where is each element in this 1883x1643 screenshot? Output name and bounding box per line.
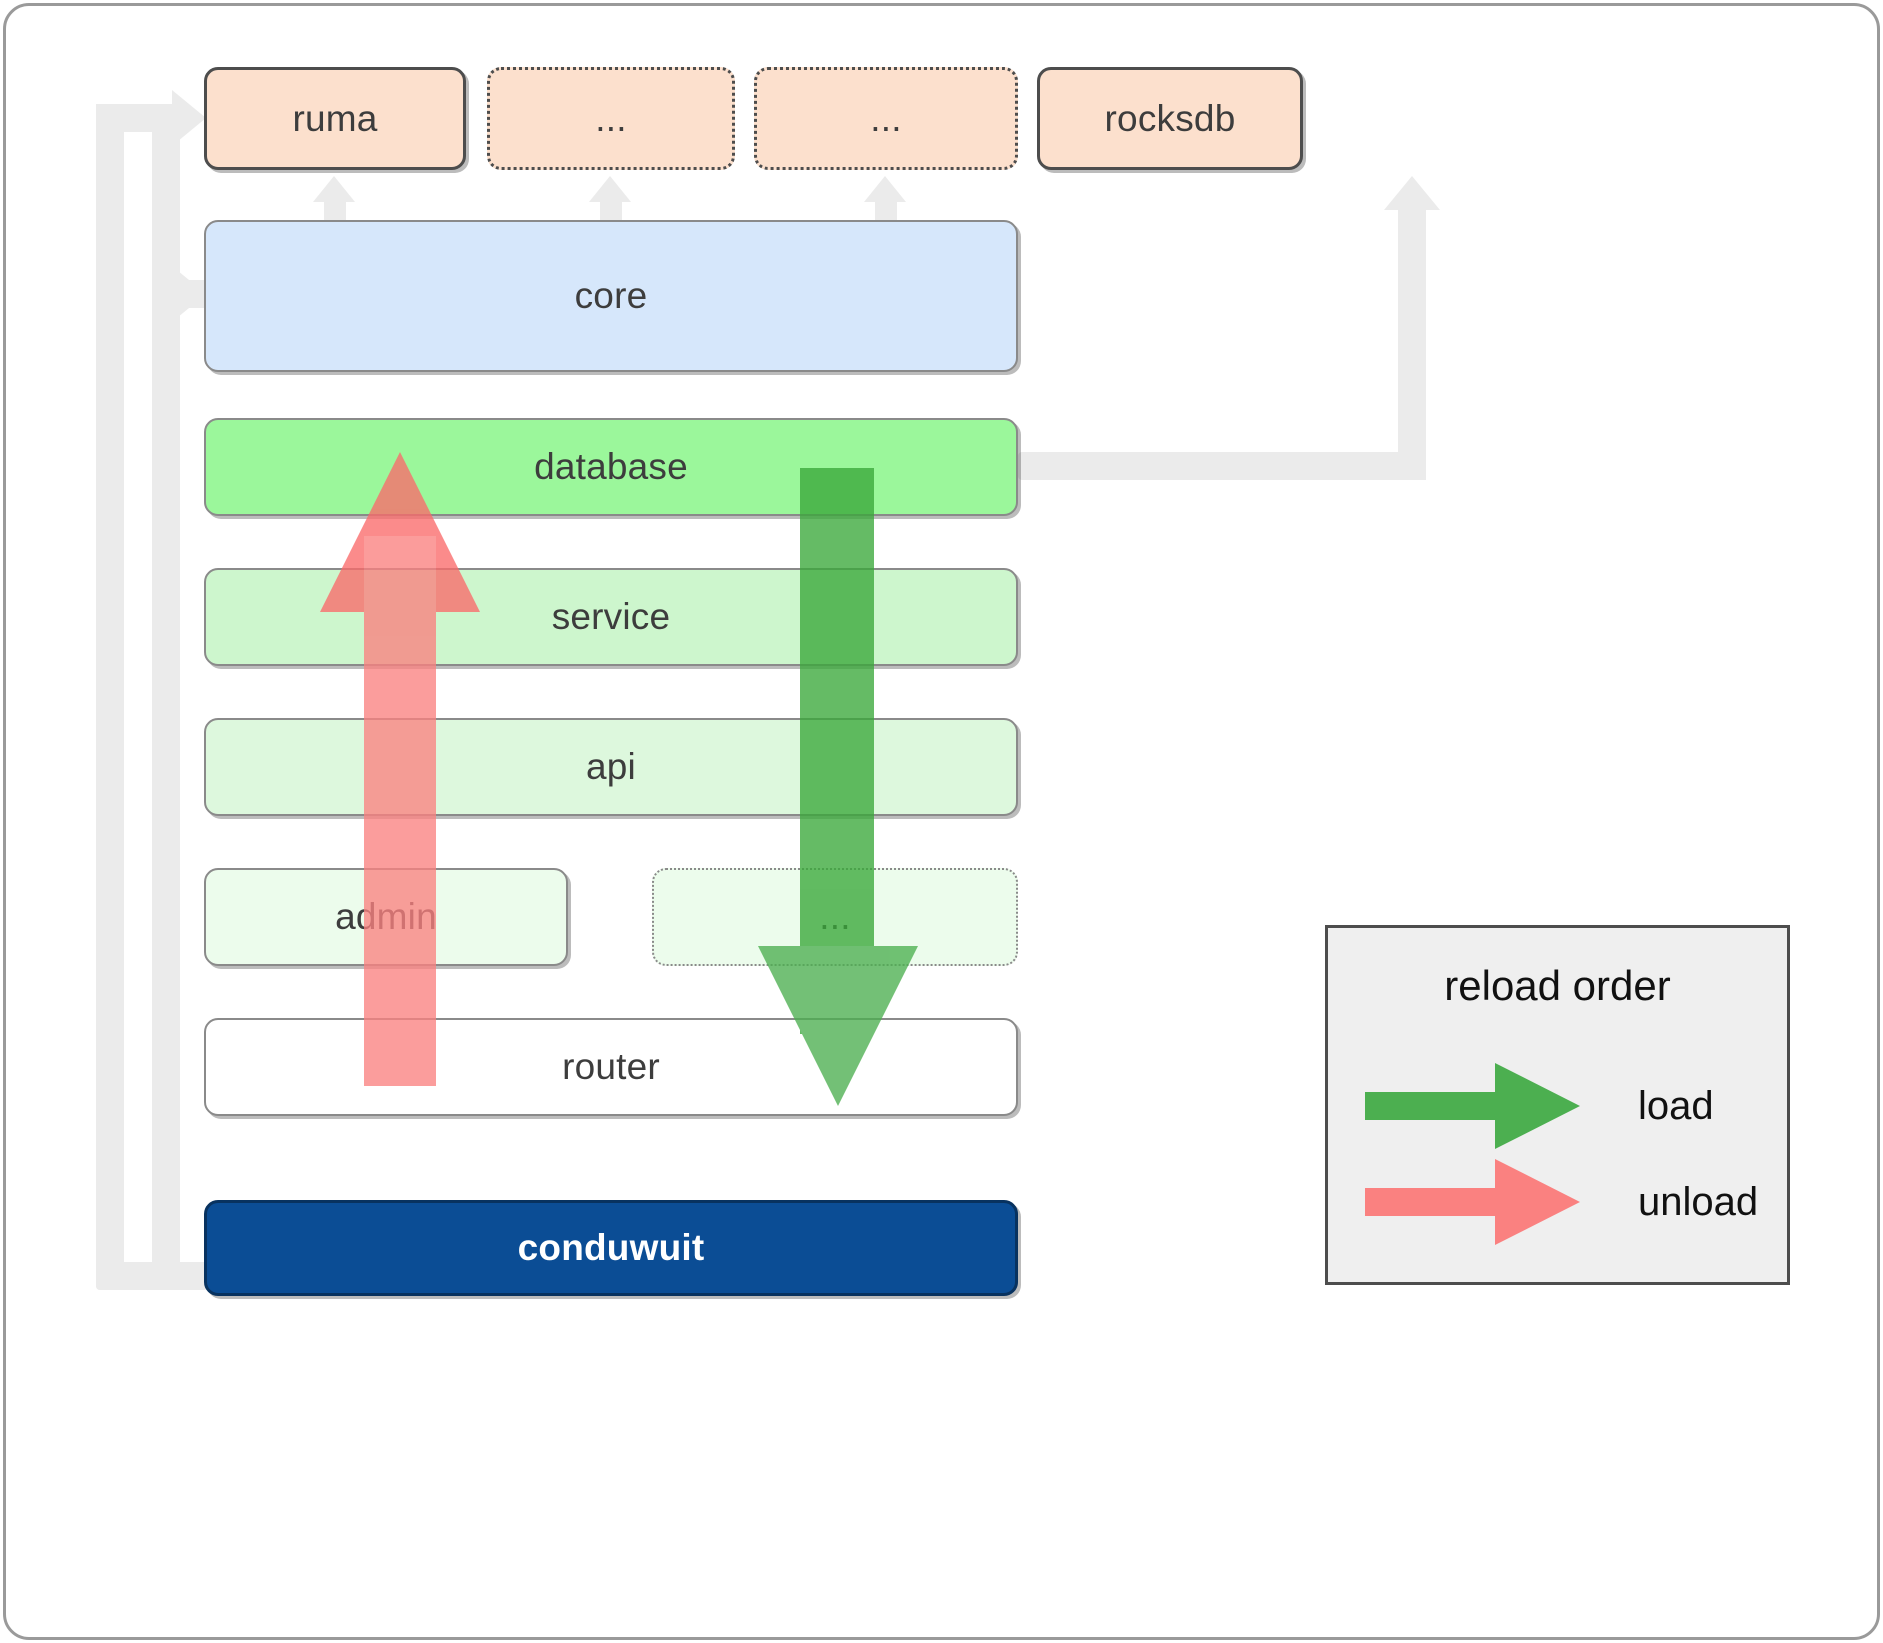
- connector-database-to-rocksdb-horizontal: [1018, 452, 1426, 480]
- connector-to-core-arrowhead: [172, 266, 206, 322]
- connector-database-to-rocksdb-vertical: [1398, 210, 1426, 480]
- legend-item-unload: unload: [1365, 1159, 1758, 1245]
- node-conduwuit-label: conduwuit: [517, 1227, 705, 1268]
- node-core[interactable]: core: [204, 220, 1018, 372]
- node-external-2-label: ...: [595, 97, 627, 139]
- node-core-label: core: [574, 275, 648, 316]
- arrow-core-to-ruma: [313, 176, 357, 222]
- node-external-2[interactable]: ...: [487, 67, 735, 170]
- node-database-label: database: [534, 446, 688, 487]
- node-external-3-label: ...: [870, 97, 902, 139]
- connector-database-to-rocksdb-arrowhead: [1384, 176, 1440, 210]
- legend-title: reload order: [1444, 962, 1671, 1009]
- load-arrow-shaft: [800, 468, 874, 1034]
- load-arrow: [758, 468, 918, 1106]
- connector-root-vertical: [96, 108, 124, 1290]
- legend-load-label: load: [1638, 1083, 1714, 1128]
- legend-unload-label: unload: [1638, 1179, 1759, 1224]
- node-service-label: service: [551, 596, 671, 637]
- load-arrow-head: [758, 946, 918, 1106]
- arrow-core-to-ext2: [589, 176, 633, 222]
- legend-unload-arrow-icon: [1365, 1159, 1580, 1245]
- unload-arrow: [320, 452, 480, 1086]
- node-ruma[interactable]: ruma: [204, 67, 466, 170]
- node-api[interactable]: api: [204, 718, 1018, 816]
- node-api-label: api: [586, 746, 636, 787]
- legend-box: reload order load unload: [1325, 925, 1790, 1285]
- arrow-core-to-ext3: [864, 176, 908, 222]
- node-rocksdb-label: rocksdb: [1104, 97, 1236, 139]
- legend-item-load: load: [1365, 1063, 1714, 1149]
- connector-to-ruma-arrowhead: [172, 90, 206, 146]
- node-external-3[interactable]: ...: [754, 67, 1018, 170]
- node-router-label: router: [562, 1046, 660, 1087]
- node-conduwuit[interactable]: conduwuit: [204, 1200, 1018, 1296]
- node-rocksdb[interactable]: rocksdb: [1037, 67, 1303, 170]
- node-ruma-label: ruma: [292, 97, 378, 139]
- legend-load-arrow-icon: [1365, 1063, 1580, 1149]
- unload-arrow-shaft: [364, 536, 436, 1086]
